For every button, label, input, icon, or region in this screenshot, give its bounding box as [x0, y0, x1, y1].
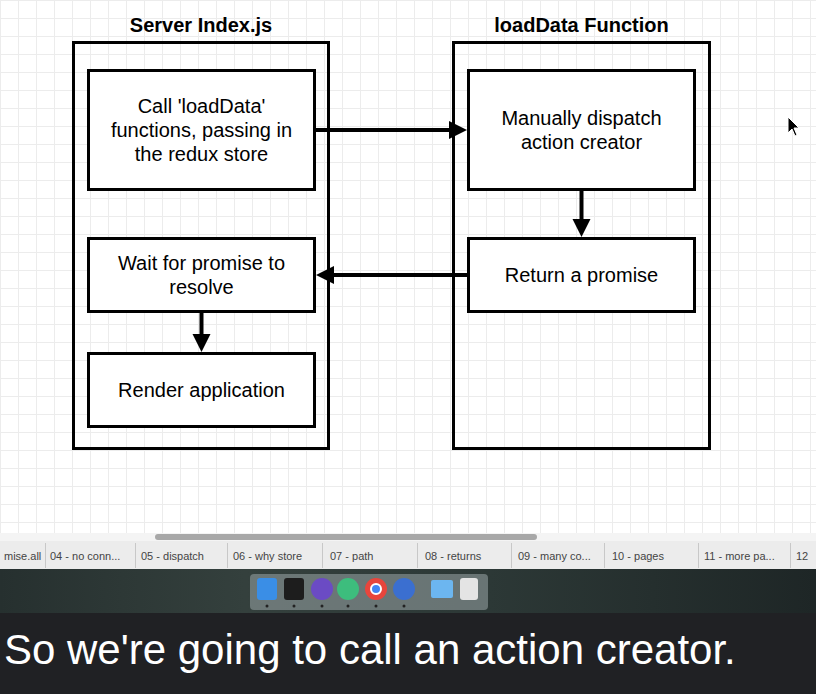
dock: [250, 574, 488, 610]
arrow-connector: [193, 313, 211, 352]
process-box: Call 'loadData' functions, passing in th…: [87, 69, 316, 191]
tab-bar: [0, 533, 816, 569]
arrow-connector: [316, 266, 467, 284]
tab-label: 04 - no conn...: [50, 549, 120, 563]
group-box: loadData FunctionManually dispatch actio…: [452, 41, 711, 450]
connector-line: [316, 128, 449, 132]
connector-line: [334, 273, 467, 277]
desktop-strip: [0, 569, 816, 613]
group-box: Server Index.jsCall 'loadData' functions…: [72, 41, 330, 450]
group-heading: loadData Function: [455, 12, 708, 38]
caption-bar: [0, 613, 816, 694]
tab-label: 07 - path: [330, 549, 373, 563]
arrowhead: [573, 219, 591, 237]
tab-label: 08 - returns: [425, 549, 481, 563]
tab-label: 05 - dispatch: [141, 549, 204, 563]
scroll-track: [0, 533, 816, 541]
scroll-thumb: [155, 534, 537, 540]
tab-label: 06 - why store: [233, 549, 302, 563]
box-text: Render application: [118, 378, 285, 402]
box-text: Manually dispatch action creator: [480, 106, 683, 154]
arrowhead: [316, 266, 334, 284]
process-box: Manually dispatch action creator: [467, 69, 696, 191]
box-text: Return a promise: [505, 263, 658, 287]
arrow-connector: [316, 121, 467, 139]
arrowhead: [193, 334, 211, 352]
process-box: Render application: [87, 352, 316, 428]
tab-label: 12: [796, 549, 808, 563]
tab-separators: [46, 543, 791, 568]
tab-label: 09 - many co...: [518, 549, 591, 563]
process-box: Wait for promise to resolve: [87, 237, 316, 313]
tab-label: mise.all: [4, 549, 41, 563]
tab-label: 10 - pages: [612, 549, 664, 563]
mouse-cursor: [788, 117, 799, 136]
tab-label: 11 - more pa...: [704, 549, 775, 563]
connector-line: [580, 191, 584, 219]
process-box: Return a promise: [467, 237, 696, 313]
subtitle-caption: So we're going to call an action creator…: [4, 622, 736, 678]
connector-line: [200, 313, 204, 334]
box-text: Call 'loadData' functions, passing in th…: [100, 94, 303, 166]
box-text: Wait for promise to resolve: [100, 251, 303, 299]
arrow-connector: [573, 191, 591, 237]
group-heading: Server Index.js: [75, 12, 327, 38]
dock-icons: [257, 578, 478, 608]
